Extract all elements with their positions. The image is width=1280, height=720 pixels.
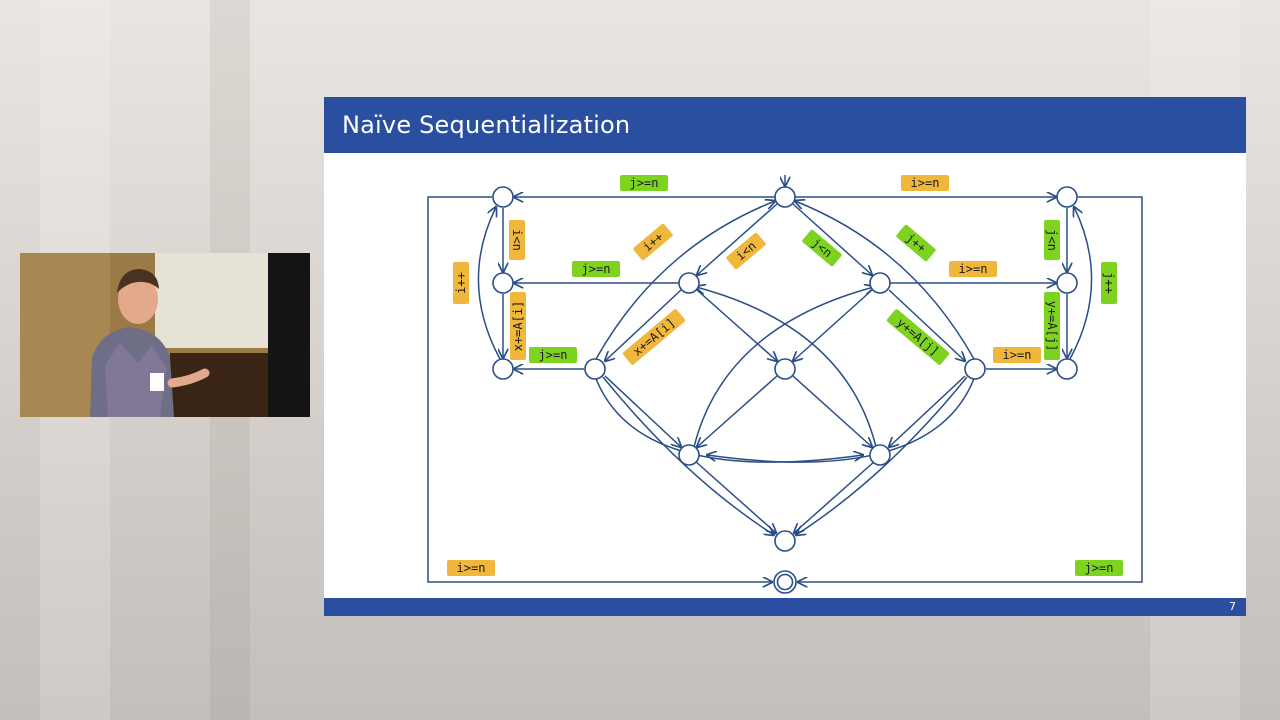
state-node <box>774 530 796 552</box>
svg-text:j>=n: j>=n <box>582 262 611 276</box>
diagram-edges <box>427 175 1143 582</box>
edge <box>696 289 777 361</box>
slide-page-number: 7 <box>1229 600 1236 613</box>
svg-text:j>=n: j>=n <box>539 348 568 362</box>
svg-text:j>=n: j>=n <box>630 176 659 190</box>
svg-text:i<n: i<n <box>510 229 524 251</box>
svg-text:i>=n: i>=n <box>457 561 486 575</box>
edge-label: i<n <box>509 220 525 260</box>
state-node <box>492 358 514 380</box>
edge <box>427 196 772 582</box>
slide-header: Naïve Sequentialization <box>324 97 1246 153</box>
edge-label: j>=n <box>529 347 577 363</box>
edge-label: j++ <box>896 224 936 262</box>
edge <box>792 375 872 447</box>
edge-label: i++ <box>633 223 673 261</box>
edge-label: y+=A[j] <box>1044 292 1060 360</box>
state-node <box>678 444 700 466</box>
edge-label: x+=A[i] <box>510 292 526 360</box>
edge <box>693 287 874 448</box>
edge-label: i>=n <box>993 347 1041 363</box>
state-node <box>964 358 986 380</box>
edge-label: j>=n <box>620 175 668 191</box>
svg-text:i++: i++ <box>454 272 468 294</box>
edge <box>694 460 776 533</box>
svg-text:x+=A[i]: x+=A[i] <box>630 315 678 358</box>
edge-label: i<n <box>726 232 766 270</box>
edge <box>477 207 501 360</box>
state-node <box>492 186 514 208</box>
edge <box>604 375 681 447</box>
edge <box>888 289 965 361</box>
svg-text:i>=n: i>=n <box>959 262 988 276</box>
control-flow-diagram: j>=n i>=n i<n i++ x+=A[i] j>=n j>=n i++ <box>427 175 1143 594</box>
edge-label: j++ <box>1101 262 1117 304</box>
state-node-accepting-inner <box>776 573 794 591</box>
svg-text:x+=A[i]: x+=A[i] <box>511 301 525 352</box>
edge <box>1069 207 1093 360</box>
edge-label: j>=n <box>572 261 620 277</box>
state-node <box>869 272 891 294</box>
edge-label: i>=n <box>901 175 949 191</box>
state-node <box>1056 186 1078 208</box>
edge-label: j<n <box>1044 220 1060 260</box>
edge <box>795 201 975 360</box>
edge <box>697 375 778 447</box>
state-node <box>678 272 700 294</box>
edge-label: i>=n <box>949 261 997 277</box>
svg-text:i>=n: i>=n <box>911 176 940 190</box>
edge-label: j>=n <box>1075 560 1123 576</box>
edge <box>796 376 968 535</box>
slide-title: Naïve Sequentialization <box>342 111 631 139</box>
svg-text:y+=A[j]: y+=A[j] <box>894 315 942 358</box>
edge <box>792 203 872 275</box>
edge-label: i++ <box>453 262 469 304</box>
edge <box>889 375 966 447</box>
edge <box>798 196 1143 582</box>
edge <box>605 289 682 361</box>
slide-footer: 7 <box>324 598 1246 616</box>
edge <box>793 289 873 361</box>
edge <box>696 287 877 448</box>
svg-text:j<n: j<n <box>1045 229 1059 251</box>
speaker-video <box>20 253 310 417</box>
edge-label: i>=n <box>447 560 495 576</box>
diagram-nodes <box>492 186 1078 594</box>
state-node <box>492 272 514 294</box>
svg-text:j++: j++ <box>1102 272 1116 294</box>
edge-label: j<n <box>802 229 842 267</box>
svg-text:i>=n: i>=n <box>1003 348 1032 362</box>
state-node-initial <box>774 186 796 208</box>
state-node <box>1056 272 1078 294</box>
edge <box>794 460 876 533</box>
edge <box>595 201 775 360</box>
edge <box>602 376 774 535</box>
edge <box>697 203 778 275</box>
state-node <box>774 358 796 380</box>
edge-labels: j>=n i>=n i<n i++ x+=A[i] j>=n j>=n i++ <box>447 175 1123 576</box>
state-node <box>1056 358 1078 380</box>
state-node <box>584 358 606 380</box>
svg-text:y+=A[j]: y+=A[j] <box>1045 301 1059 352</box>
speaker-video-picture <box>20 253 310 417</box>
svg-text:j>=n: j>=n <box>1085 561 1114 575</box>
presentation-slide: Naïve Sequentialization <box>324 97 1246 616</box>
state-node <box>869 444 891 466</box>
